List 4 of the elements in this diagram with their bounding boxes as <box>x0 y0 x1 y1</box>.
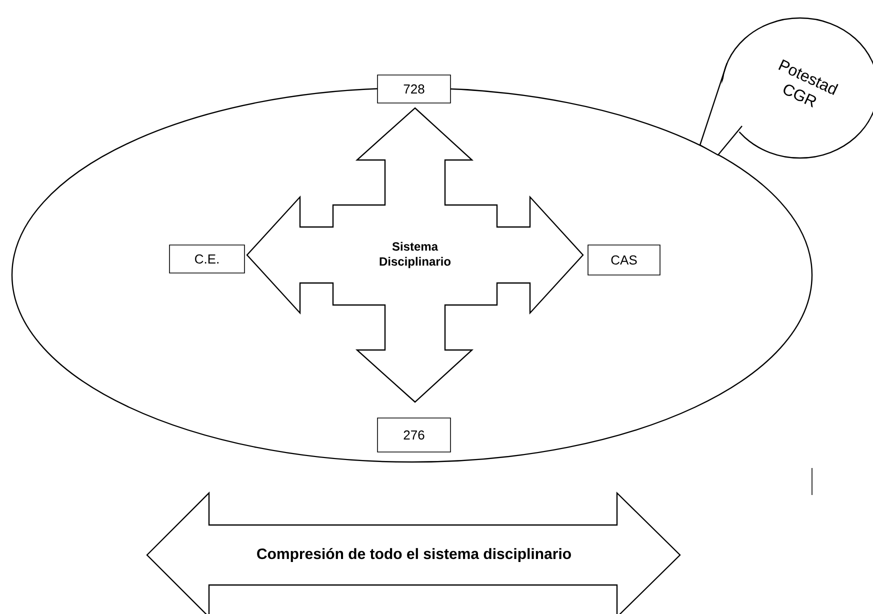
label-box: C.E. <box>169 244 245 274</box>
label-box: 728 <box>377 74 451 104</box>
label-box: 276 <box>377 418 451 452</box>
label-box: CAS <box>588 244 660 276</box>
